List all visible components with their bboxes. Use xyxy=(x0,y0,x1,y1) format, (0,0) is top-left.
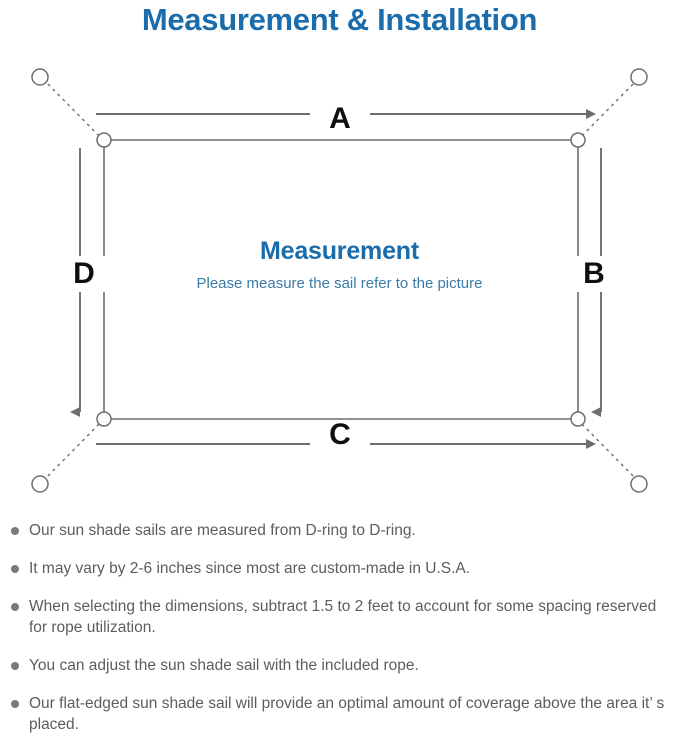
list-item: It may vary by 2-6 inches since most are… xyxy=(0,558,679,579)
rope-lines xyxy=(43,79,638,481)
d-ring-top-right xyxy=(570,132,586,148)
rope-line-bottom-right xyxy=(576,418,638,481)
d-ring-bottom-right xyxy=(570,411,586,427)
sail-diagram-svg xyxy=(31,68,648,493)
notes-list: Our sun shade sails are measured from D-… xyxy=(0,520,679,752)
bullet-icon xyxy=(11,527,19,535)
list-item: When selecting the dimensions, subtract … xyxy=(0,596,679,638)
anchor-points xyxy=(31,68,648,493)
anchor-point-bottom-right xyxy=(630,475,648,493)
dimension-label-d: D xyxy=(60,256,108,292)
note-text: Our sun shade sails are measured from D-… xyxy=(29,522,416,539)
list-item: You can adjust the sun shade sail with t… xyxy=(0,655,679,676)
rope-line-top-right xyxy=(576,79,638,142)
list-item: Our sun shade sails are measured from D-… xyxy=(0,520,679,541)
bullet-icon xyxy=(11,603,19,611)
dimension-label-b: B xyxy=(570,256,618,292)
dimension-label-c: C xyxy=(310,420,370,450)
note-text: Our flat-edged sun shade sail will provi… xyxy=(29,695,665,733)
d-ring-top-left xyxy=(96,132,112,148)
note-text: It may vary by 2-6 inches since most are… xyxy=(29,560,471,577)
bullet-icon xyxy=(11,565,19,573)
d-rings xyxy=(96,132,586,427)
d-ring-bottom-left xyxy=(96,411,112,427)
sail-diagram: A B C D Measurement Please measure the s… xyxy=(0,46,679,508)
list-item: Our flat-edged sun shade sail will provi… xyxy=(0,693,679,735)
anchor-point-top-right xyxy=(630,68,648,86)
measurement-subheading: Please measure the sail refer to the pic… xyxy=(196,275,483,292)
anchor-point-top-left xyxy=(31,68,49,86)
sail-center-caption: Measurement Please measure the sail refe… xyxy=(0,236,679,294)
note-text: You can adjust the sun shade sail with t… xyxy=(29,657,419,674)
bullet-icon xyxy=(11,700,19,708)
page-title: Measurement & Installation xyxy=(141,2,538,37)
rope-line-top-left xyxy=(43,79,105,142)
note-text: When selecting the dimensions, subtract … xyxy=(29,598,657,636)
anchor-point-bottom-left xyxy=(31,475,49,493)
dimension-label-a: A xyxy=(310,104,370,134)
bullet-icon xyxy=(11,662,19,670)
measurement-heading: Measurement xyxy=(260,237,419,265)
rope-line-bottom-left xyxy=(43,418,105,481)
